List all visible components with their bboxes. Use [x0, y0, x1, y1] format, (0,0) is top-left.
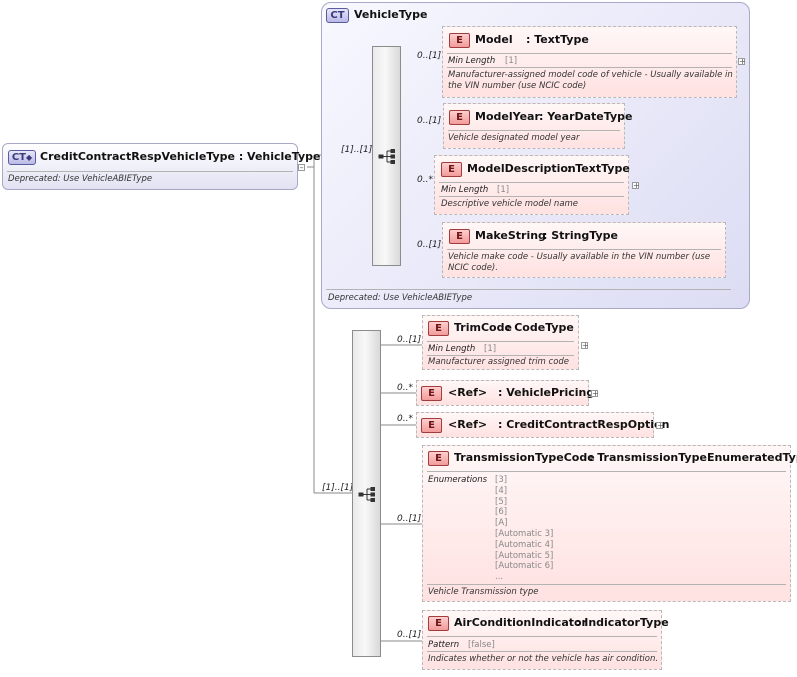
element-type: : CreditContractRespOption [498, 418, 670, 431]
element-type: : TextType [567, 162, 630, 175]
element-ref-vehicle-pricing[interactable]: E <Ref> : VehiclePricing [416, 380, 594, 406]
element-type: : IndicatorType [576, 616, 669, 629]
element-name: TrimCode [454, 321, 512, 334]
element-icon: E [428, 321, 449, 336]
element-type: : TransmissionTypeEnumeratedType [589, 451, 797, 464]
enumeration-value: [Automatic 6] [495, 561, 554, 572]
enumeration-value: [6] [495, 507, 508, 518]
expand-plus-icon[interactable]: + [738, 57, 746, 66]
element-documentation: Descriptive vehicle model name [441, 199, 579, 209]
vehicle-type-documentation: Deprecated: Use VehicleABIEType [328, 293, 473, 303]
element-icon: E [449, 229, 470, 244]
enumeration-more: ... [495, 572, 504, 583]
element-name: TransmissionTypeCode [454, 451, 595, 464]
element-ref-name: <Ref> [448, 418, 488, 431]
facet-label: Min Length [441, 185, 489, 195]
element-name: MakeString [475, 229, 546, 242]
element-transmission-type-code[interactable]: E TransmissionTypeCode : TransmissionTyp… [422, 445, 797, 602]
expand-plus-icon[interactable]: + [581, 341, 589, 350]
transmission-type-code-cardinality: 0..[1] [397, 514, 422, 524]
element-documentation: Vehicle Transmission type [428, 587, 539, 597]
element-type: : YearDateType [539, 110, 633, 123]
element-icon: E [449, 110, 470, 125]
facet-value: [false] [468, 640, 495, 650]
element-name: Model [475, 33, 513, 46]
facet-label: Min Length [448, 56, 496, 66]
collapse-minus-icon[interactable]: – [298, 163, 305, 172]
root-type-title: CreditContractRespVehicleType : VehicleT… [40, 150, 321, 163]
element-make-string[interactable]: E MakeString : StringType Vehicle make c… [442, 222, 726, 278]
facet-value: [1] [505, 56, 518, 66]
element-icon: E [421, 386, 442, 401]
enumeration-value: [3] [495, 475, 508, 485]
element-type: : TextType [526, 33, 589, 46]
vehicle-type-title: VehicleType [354, 8, 428, 21]
complex-type-icon: CT [326, 8, 349, 23]
facet-value: [1] [497, 185, 510, 195]
vehicle-type-sequence[interactable] [372, 46, 401, 266]
root-complex-type[interactable]: CT◆ CreditContractRespVehicleType : Vehi… [2, 143, 320, 190]
air-condition-indicator-cardinality: 0..[1] [397, 630, 422, 640]
sequence-icon [378, 149, 395, 164]
extension-sequence[interactable] [352, 330, 381, 657]
root-documentation: Deprecated: Use VehicleABIEType [8, 174, 153, 184]
element-documentation: Indicates whether or not the vehicle has… [428, 654, 659, 664]
element-documentation: Vehicle make code - Usually available in… [448, 252, 711, 273]
trim-code-cardinality: 0..[1] [397, 335, 422, 345]
credit-contract-resp-option-cardinality: 0..* [397, 414, 413, 424]
element-model-year[interactable]: E ModelYear : YearDateType Vehicle desig… [443, 103, 632, 149]
element-icon: E [421, 418, 442, 433]
enumeration-list: [3] [4] [5] [6] [A] [Automatic 3] [Autom… [495, 475, 553, 583]
element-icon: E [428, 451, 449, 466]
expand-plus-icon[interactable]: + [656, 421, 664, 430]
enumeration-value: [Automatic 5] [495, 550, 554, 561]
element-ref-credit-contract-resp-option[interactable]: E <Ref> : CreditContractRespOption [416, 412, 669, 438]
element-type: : VehiclePricing [498, 386, 595, 399]
element-documentation: Vehicle designated model year [448, 133, 580, 143]
element-trim-code[interactable]: E TrimCode : CodeType Min Length [1] Man… [422, 315, 579, 370]
element-name: ModelYear [475, 110, 540, 123]
enumeration-value: [Automatic 4] [495, 539, 554, 550]
element-model[interactable]: E Model : TextType Min Length [1] Manufa… [442, 26, 737, 98]
element-name: AirConditionIndicator [454, 616, 587, 629]
enumeration-value: [5] [495, 496, 508, 507]
element-air-condition-indicator[interactable]: E AirConditionIndicator : IndicatorType … [422, 610, 669, 670]
element-name: ModelDescription [467, 162, 576, 175]
element-documentation: Manufacturer assigned trim code [428, 357, 570, 367]
facet-label: Enumerations [428, 475, 488, 485]
vehicle-pricing-cardinality: 0..* [397, 383, 413, 393]
expand-plus-icon[interactable]: + [591, 389, 599, 398]
facet-label: Pattern [428, 640, 460, 650]
element-icon: E [449, 33, 470, 48]
element-type: : StringType [543, 229, 619, 242]
enumeration-value: [Automatic 3] [495, 528, 554, 539]
model-year-cardinality: 0..[1] [417, 116, 442, 126]
complex-type-icon: CT◆ [8, 150, 36, 165]
model-description-cardinality: 0..* [417, 175, 433, 185]
element-type: : CodeType [506, 321, 574, 334]
facet-label: Min Length [428, 344, 476, 354]
element-icon: E [441, 162, 462, 177]
element-documentation: Manufacturer-assigned model code of vehi… [448, 70, 733, 91]
expand-plus-icon[interactable]: + [632, 181, 640, 190]
enumeration-value: [4] [495, 485, 508, 496]
make-string-cardinality: 0..[1] [417, 240, 442, 250]
sequence-icon [358, 486, 375, 502]
extension-sequence-cardinality: [1]..[1] [322, 483, 354, 493]
element-model-description[interactable]: E ModelDescription : TextType Min Length… [434, 155, 630, 215]
model-cardinality: 0..[1] [417, 51, 442, 61]
element-icon: E [428, 616, 449, 631]
vehicle-type-sequence-cardinality: [1]..[1] [341, 145, 373, 155]
enumeration-value: [A] [495, 518, 508, 529]
element-ref-name: <Ref> [448, 386, 488, 399]
facet-value: [1] [484, 344, 497, 354]
